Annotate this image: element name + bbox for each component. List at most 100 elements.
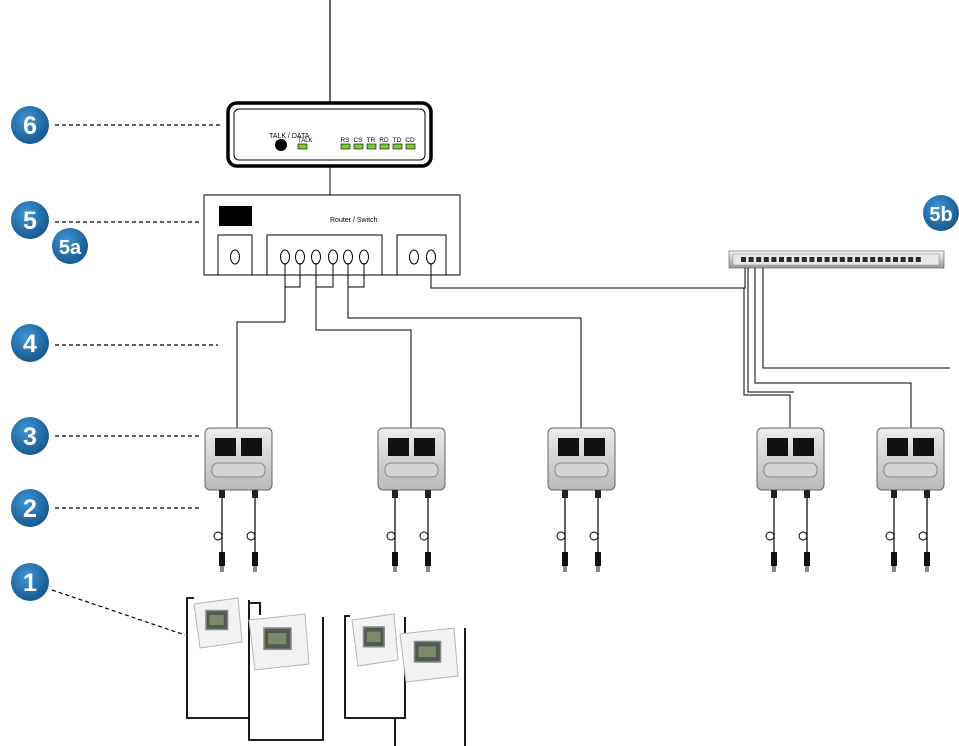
patch-port	[756, 257, 762, 262]
jack	[215, 438, 236, 456]
talk-data-button	[275, 139, 287, 151]
patch-port	[839, 257, 845, 262]
jack	[887, 438, 908, 456]
wall-outlet	[377, 427, 446, 572]
device-panel	[248, 613, 310, 671]
patch-port	[900, 257, 906, 262]
router-label: Router / Switch	[330, 217, 378, 224]
patch-panel	[728, 250, 945, 269]
talk-led-label: TALK	[298, 138, 313, 144]
patch-port	[794, 257, 800, 262]
router-lan-port	[343, 249, 353, 265]
router-lan-port	[328, 249, 338, 265]
patch-port	[801, 257, 807, 262]
patch-cord	[589, 490, 601, 572]
patch-cord	[419, 490, 431, 572]
patch-port	[847, 257, 853, 262]
device-panel	[193, 597, 243, 649]
badge-1: 1	[11, 563, 49, 601]
led-label-cs: CS	[353, 137, 363, 144]
device-frame	[186, 597, 250, 719]
wall-outlet	[547, 427, 616, 572]
led-label-tr: TR	[367, 137, 376, 144]
router-wan-port	[230, 249, 240, 265]
led-tr	[366, 143, 377, 150]
patch-port	[824, 257, 830, 262]
cable-router-link	[316, 263, 334, 288]
patch-port	[885, 257, 891, 262]
wall-outlet	[204, 427, 273, 572]
cable-patch-offpage	[762, 268, 950, 369]
patch-port	[908, 257, 914, 262]
patch-port	[893, 257, 898, 262]
patch-cord	[556, 490, 568, 572]
patch-port	[870, 257, 876, 262]
wall-outlets	[204, 427, 945, 572]
led-label-rd: RD	[379, 137, 389, 144]
device-frame	[344, 615, 406, 719]
jack	[793, 438, 814, 456]
wall-outlet	[756, 427, 825, 572]
leader-1	[51, 589, 186, 636]
device-frame	[250, 602, 261, 615]
router-uplink-port	[426, 249, 436, 265]
patch-port	[877, 257, 883, 262]
badge-3-label: 3	[23, 423, 37, 451]
badge-2-label: 2	[23, 495, 37, 523]
router-lan-port	[311, 249, 321, 265]
device-frame	[248, 617, 324, 741]
patch-cord	[246, 490, 258, 572]
jack	[913, 438, 934, 456]
patch-port	[786, 257, 792, 262]
cables	[236, 263, 950, 428]
patch-port	[809, 257, 815, 262]
led-cs	[353, 143, 364, 150]
leader-lines	[51, 124, 222, 636]
jack	[241, 438, 262, 456]
badge-1-label: 1	[23, 569, 37, 597]
patch-port	[763, 257, 769, 262]
cable-patch-to-outlet-5	[754, 268, 912, 428]
badge-3: 3	[11, 417, 49, 455]
patch-port	[779, 257, 784, 262]
patch-cord	[798, 490, 810, 572]
patch-port	[832, 257, 838, 262]
cable-patch-to-outlet-4	[743, 288, 791, 428]
patch-port	[817, 257, 822, 262]
router-switch: Router / Switch	[203, 194, 461, 276]
cable-router-to-outlet-3	[347, 263, 582, 428]
cable-router-to-outlet-2	[315, 263, 412, 428]
jack	[414, 438, 435, 456]
jack	[388, 438, 409, 456]
cable-router-to-outlet-1-link	[285, 263, 301, 288]
led-label-td: TD	[393, 137, 402, 144]
led-cd	[405, 143, 416, 150]
badge-6: 6	[11, 106, 49, 144]
jack	[584, 438, 605, 456]
router-lan-port	[280, 249, 290, 265]
badge-4-label: 4	[23, 330, 37, 358]
patch-port	[741, 257, 746, 262]
talk-led	[297, 143, 308, 150]
router-lan-port	[295, 249, 305, 265]
router-lan-port	[359, 249, 369, 265]
end-devices	[186, 597, 466, 746]
led-label-rs: RS	[340, 137, 350, 144]
badge-5a: 5a	[52, 228, 88, 264]
router-display	[219, 206, 252, 226]
router-uplink-bay	[396, 234, 447, 276]
patch-cord	[765, 490, 777, 572]
badge-5: 5	[11, 201, 49, 239]
patch-port	[862, 257, 868, 262]
device-panels	[193, 597, 459, 683]
talk-data-label: TALK / DATA	[269, 133, 310, 140]
led-td	[392, 143, 403, 150]
badge-5b-label: 5b	[929, 204, 952, 226]
badge-2: 2	[11, 489, 49, 527]
patch-port	[855, 257, 860, 262]
led-label-cd: CD	[405, 137, 415, 144]
wall-outlet	[876, 427, 945, 572]
